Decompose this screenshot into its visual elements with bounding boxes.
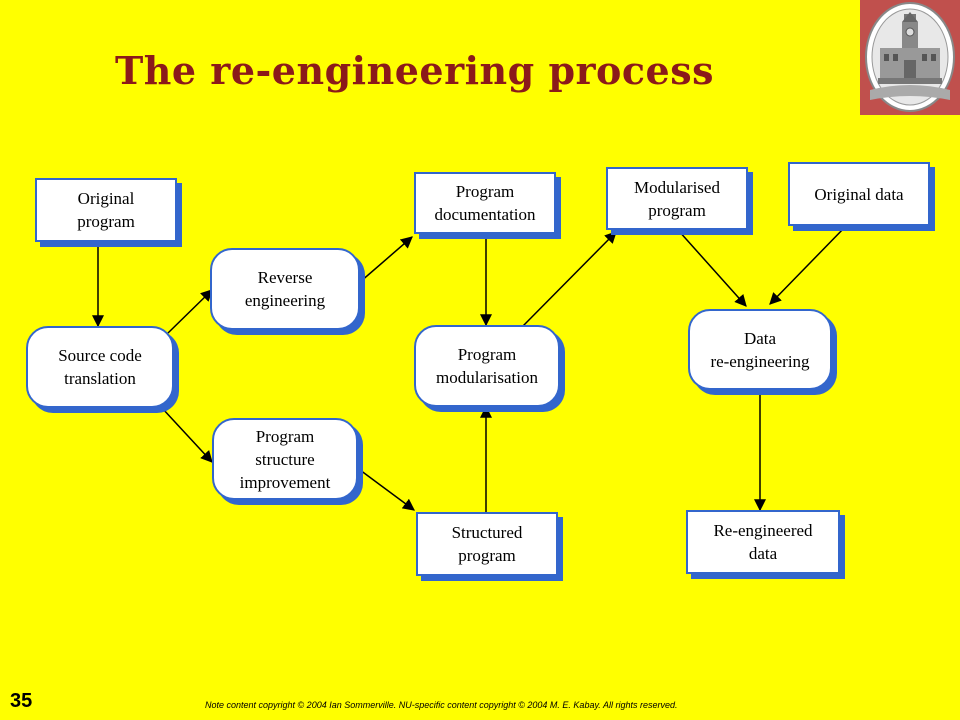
slide-title: The re-engineering process (115, 48, 714, 93)
node-reverse-engineering: Reverse engineering (210, 248, 360, 330)
node-original-program: Original program (35, 178, 177, 242)
node-program-structure-improvement: Program structure improvement (212, 418, 358, 500)
copyright-footer: Note content copyright © 2004 Ian Sommer… (205, 700, 678, 710)
arrow-source-to-reverse (167, 289, 213, 334)
arrow-structure-to-structured (355, 466, 415, 511)
node-program-documentation: Program documentation (414, 172, 556, 234)
node-source-code-translation: Source code translation (26, 326, 174, 408)
node-data-reengineering: Data re-engineering (688, 309, 832, 390)
arrow-modularised-to-data (677, 229, 747, 307)
node-program-modularisation: Program modularisation (414, 325, 560, 407)
university-logo (860, 0, 960, 115)
node-original-data: Original data (788, 162, 930, 226)
arrow-originaldata-to-data (769, 225, 847, 305)
slide-number: 35 (10, 690, 33, 712)
arrow-modularisation-to-modularised (521, 231, 617, 328)
node-reengineered-data: Re-engineered data (686, 510, 840, 574)
arrow-source-to-structure (161, 407, 213, 463)
node-modularised-program: Modularised program (606, 167, 748, 230)
node-structured-program: Structured program (416, 512, 558, 576)
arrow-reverse-to-documentation (359, 236, 413, 283)
